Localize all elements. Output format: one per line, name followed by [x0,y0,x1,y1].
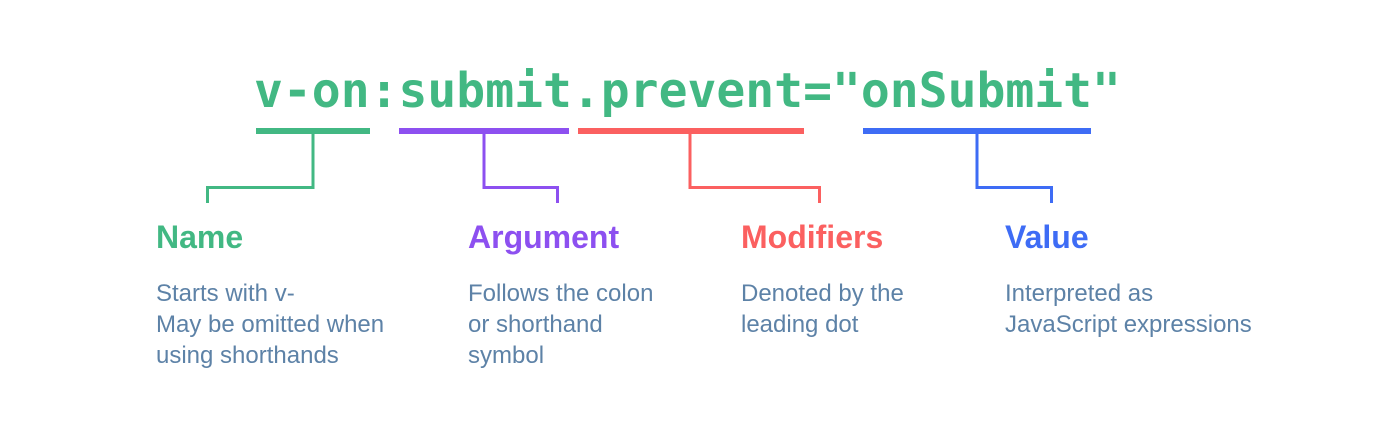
connector-modifiers [688,134,821,203]
section-modifiers-label: Modifiers [741,219,884,255]
section-modifiers-description: Denoted by the leading dot [741,280,904,338]
section-name-description: Starts with v- May be omitted when using… [156,280,385,369]
underline-argument [399,128,569,134]
underline-modifiers [578,128,804,134]
section-modifiers: Modifiers Denoted by the leading dot [741,220,904,340]
section-name-label: Name [156,219,244,255]
connector-value [975,134,1053,203]
section-value-label: Value [1005,219,1089,255]
underline-value [863,128,1091,134]
section-argument-label: Argument [468,219,620,255]
connector-name [206,134,315,203]
section-argument-description: Follows the colon or shorthand symbol [468,280,654,369]
code-snippet: v-on:submit.prevent="onSubmit" [254,63,1121,119]
section-value-description: Interpreted as JavaScript expressions [1005,280,1252,338]
underline-name [256,128,370,134]
section-name: Name Starts with v- May be omitted when … [156,220,384,371]
section-value: Value Interpreted as JavaScript expressi… [1005,220,1252,340]
section-argument: Argument Follows the colon or shorthand … [468,220,653,371]
connector-argument [482,134,559,203]
